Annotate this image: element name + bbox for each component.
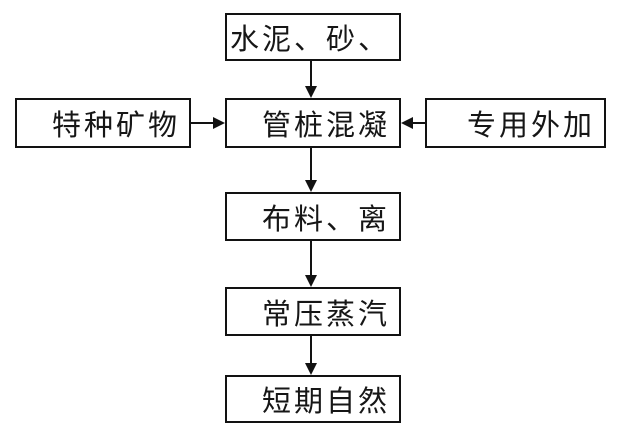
node-steam-curing-label: 常压蒸汽 xyxy=(261,296,390,331)
node-cement-sand: 水泥、砂、 xyxy=(225,13,401,61)
node-distribution-label: 布料、离 xyxy=(261,201,390,236)
node-steam-curing: 常压蒸汽 xyxy=(225,287,401,336)
arrow-minerals-to-concrete xyxy=(191,117,225,129)
node-special-minerals-label: 特种矿物 xyxy=(51,108,180,142)
node-natural-curing-label: 短期自然 xyxy=(261,384,390,418)
node-pipe-pile-concrete-label: 管桩混凝 xyxy=(261,108,390,142)
arrow-steam-to-natural xyxy=(305,336,317,375)
arrow-admixture-to-concrete xyxy=(401,117,425,129)
arrow-distribution-to-steam xyxy=(305,241,317,287)
node-distribution: 布料、离 xyxy=(225,192,401,241)
node-special-admixture-label: 专用外加 xyxy=(466,108,595,142)
arrow-concrete-to-distribution xyxy=(305,148,317,192)
node-cement-sand-label: 水泥、砂、 xyxy=(229,22,390,56)
node-special-minerals: 特种矿物 xyxy=(15,98,191,148)
node-natural-curing: 短期自然 xyxy=(225,375,401,423)
arrow-cement-to-concrete xyxy=(305,61,317,98)
node-special-admixture: 专用外加 xyxy=(425,98,606,148)
node-pipe-pile-concrete: 管桩混凝 xyxy=(225,98,401,148)
